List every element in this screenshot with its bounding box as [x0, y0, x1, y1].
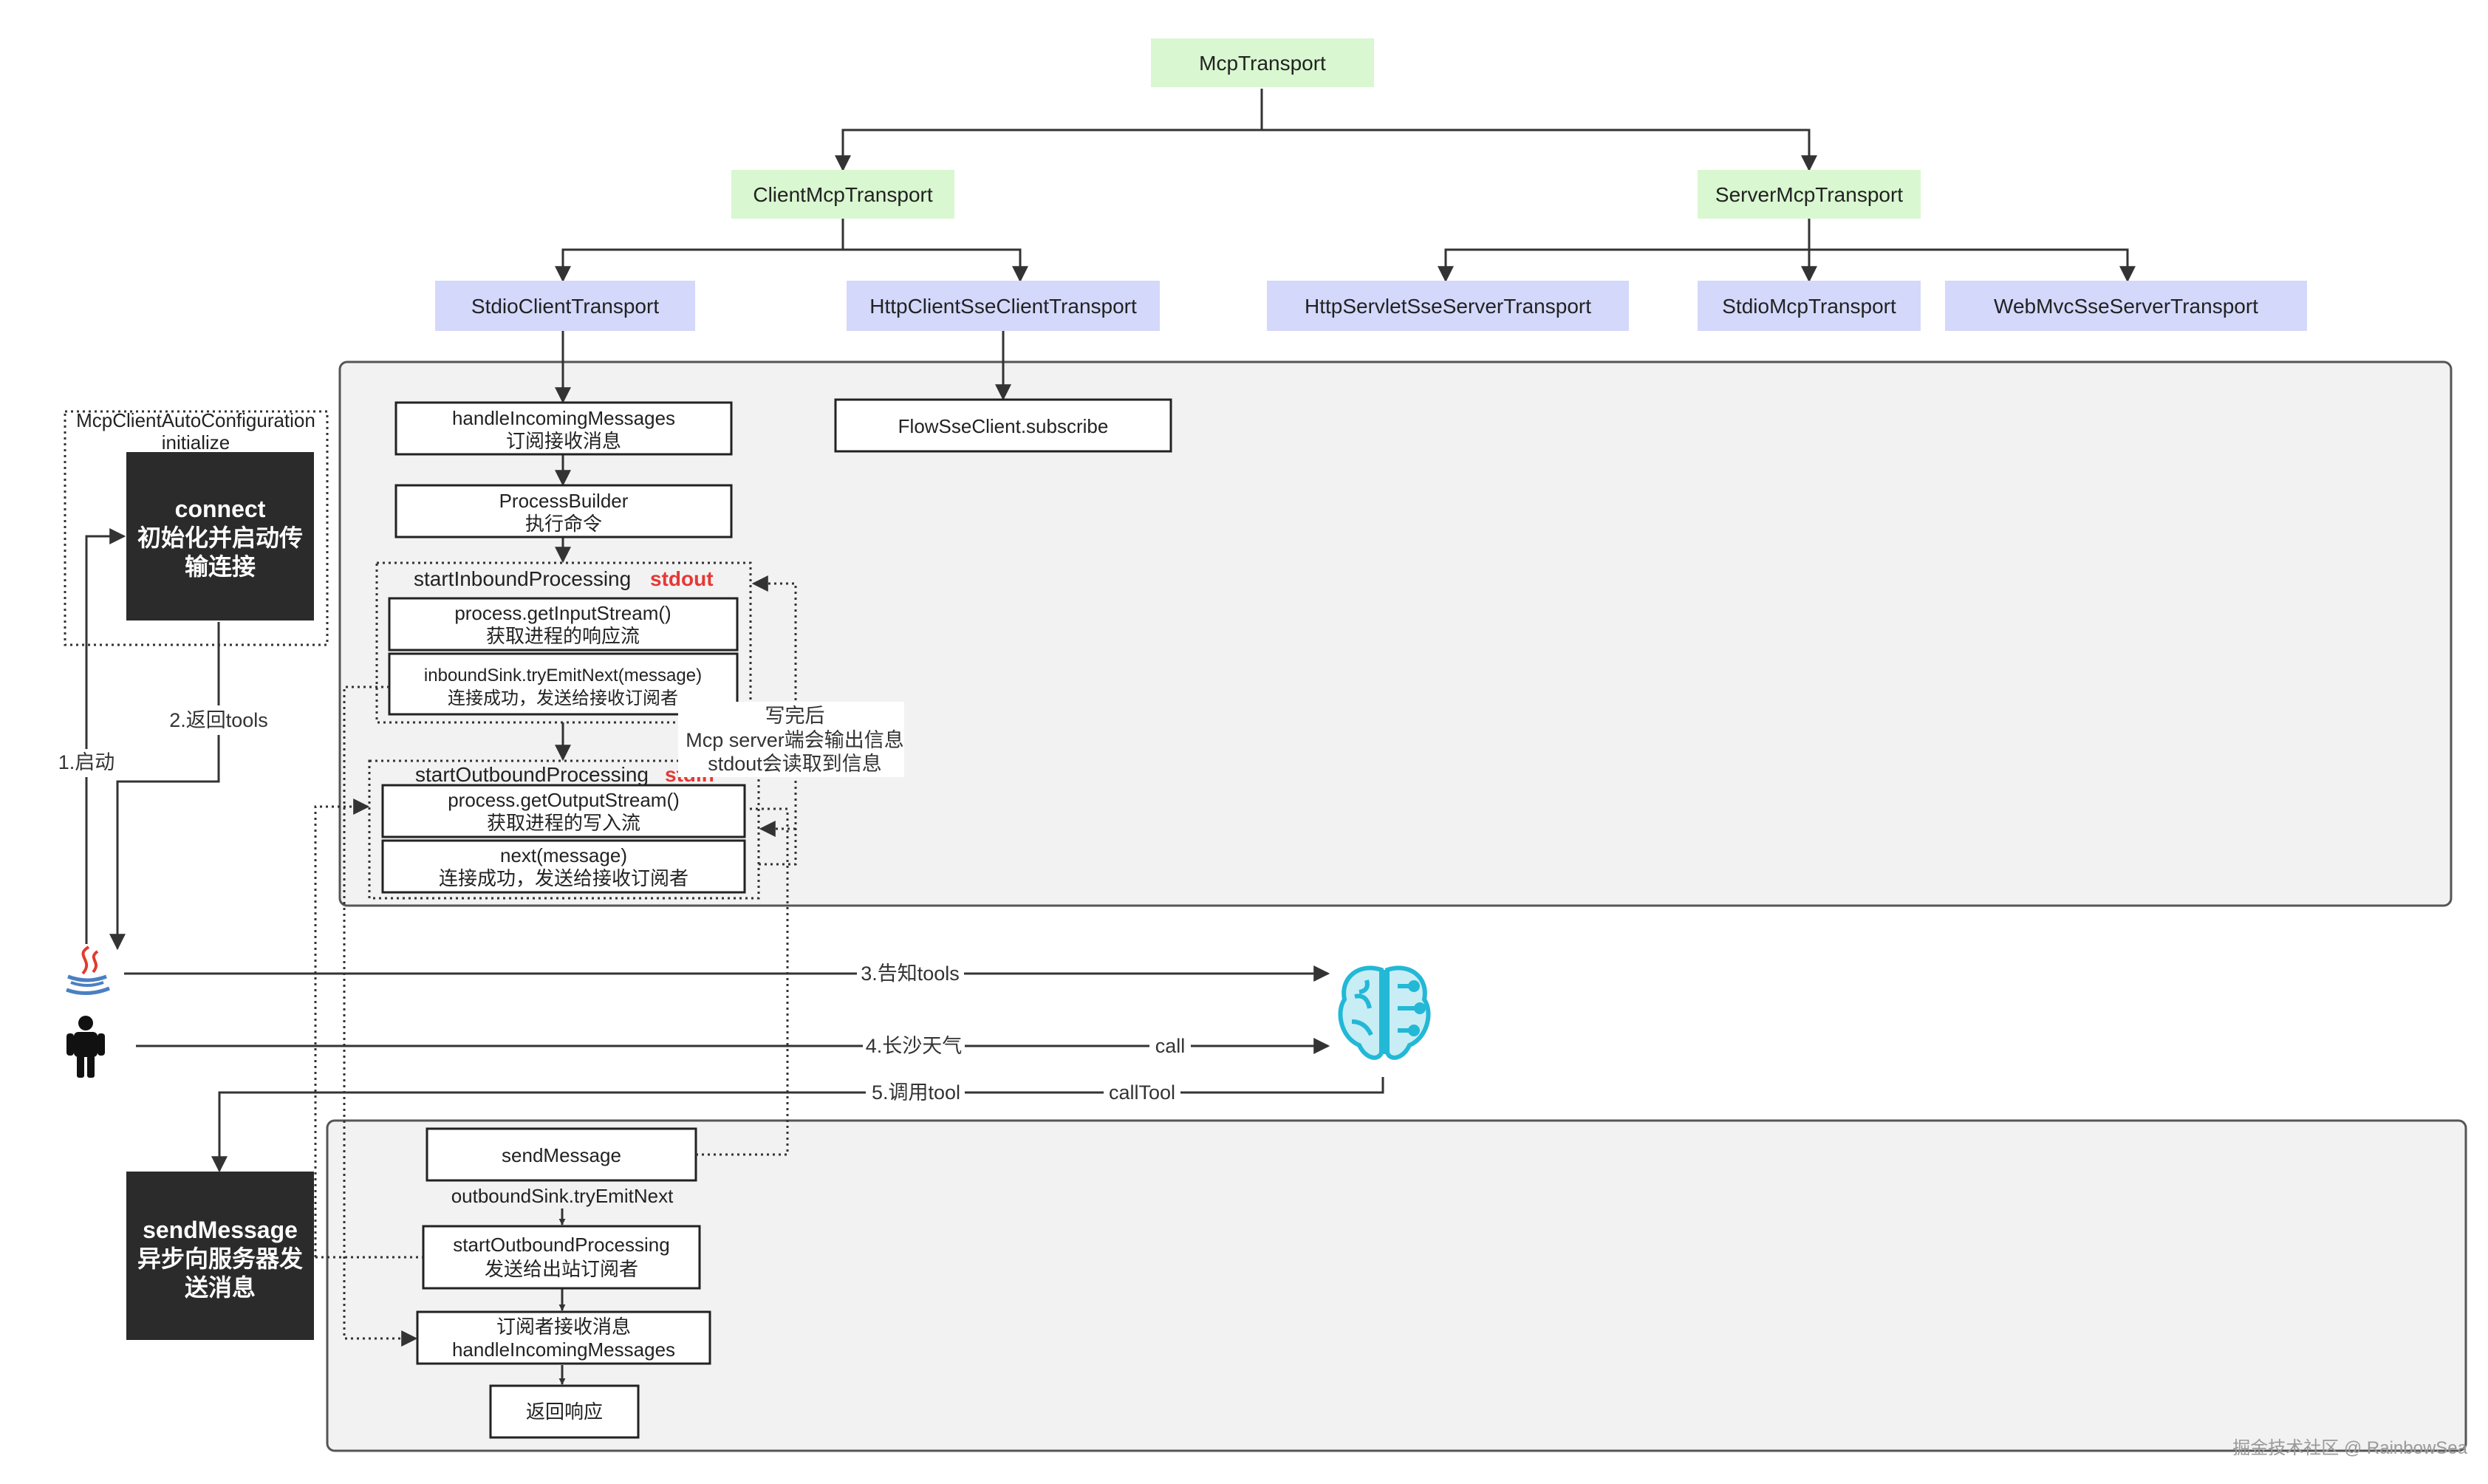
node-get-input-stream: process.getInputStream() 获取进程的响应流	[388, 597, 739, 652]
svg-text:连接成功，发送给接收订阅者: 连接成功，发送给接收订阅者	[448, 688, 678, 708]
svg-text:连接成功，发送给接收订阅者: 连接成功，发送给接收订阅者	[439, 867, 688, 889]
svg-text:FlowSseClient.subscribe: FlowSseClient.subscribe	[898, 415, 1109, 437]
node-send-message: sendMessage	[426, 1127, 697, 1182]
svg-text:sendMessage: sendMessage	[143, 1217, 298, 1243]
svg-text:handleIncomingMessages: handleIncomingMessages	[452, 407, 675, 429]
group-start-inbound-processing: startInboundProcessing stdout	[375, 561, 752, 724]
svg-text:Mcp server端会输出信息: Mcp server端会输出信息	[686, 729, 904, 751]
node-stdio-client-transport: StdioClientTransport	[435, 281, 695, 331]
node-send-message-async: sendMessage 异步向服务器发 送消息	[126, 1172, 314, 1340]
node-return-response: 返回响应	[489, 1384, 640, 1439]
svg-text:StdioClientTransport: StdioClientTransport	[471, 295, 659, 318]
node-process-builder: ProcessBuilder 执行命令	[394, 484, 733, 538]
node-stdio-mcp-transport: StdioMcpTransport	[1698, 281, 1921, 331]
send-panel	[326, 1119, 2467, 1452]
svg-text:写完后: 写完后	[765, 705, 825, 727]
svg-text:HttpClientSseClientTransport: HttpClientSseClientTransport	[869, 295, 1137, 318]
svg-text:process.getInputStream(): process.getInputStream()	[454, 602, 671, 624]
write-note: 写完后 Mcp server端会输出信息 stdout会读取到信息	[686, 705, 904, 775]
label-outbound-emit: outboundSink.tryEmitNext	[451, 1185, 674, 1207]
svg-text:输连接: 输连接	[185, 553, 256, 580]
node-client-mcp-transport: ClientMcpTransport	[731, 170, 954, 219]
write-note-bg	[678, 702, 904, 777]
node-next-message: next(message) 连接成功，发送给接收订阅者	[381, 839, 746, 894]
svg-text:初始化并启动传: 初始化并启动传	[137, 524, 303, 551]
svg-text:ProcessBuilder: ProcessBuilder	[499, 490, 629, 512]
svg-text:HttpServletSseServerTransport: HttpServletSseServerTransport	[1305, 295, 1591, 318]
svg-text:process.getOutputStream(): process.getOutputStream()	[448, 789, 680, 811]
person-icon	[66, 1016, 105, 1078]
svg-text:handleIncomingMessages: handleIncomingMessages	[452, 1338, 675, 1361]
node-subscriber-receive: 订阅者接收消息 handleIncomingMessages	[416, 1310, 711, 1365]
svg-text:WebMvcSseServerTransport: WebMvcSseServerTransport	[1994, 295, 2258, 318]
autoconfig-group	[64, 410, 329, 646]
label-start: 1.启动	[58, 751, 115, 773]
svg-text:startInboundProcessing: startInboundProcessing	[414, 567, 631, 590]
node-http-servlet-sse-server-transport: HttpServletSseServerTransport	[1267, 281, 1629, 331]
svg-text:返回响应: 返回响应	[526, 1401, 603, 1423]
node-connect: connect 初始化并启动传 输连接	[126, 452, 314, 620]
svg-text:获取进程的写入流: 获取进程的写入流	[487, 812, 640, 834]
label-call: call	[1155, 1035, 1186, 1057]
svg-text:startOutboundProcessing: startOutboundProcessing	[453, 1234, 669, 1256]
svg-text:执行命令: 执行命令	[525, 513, 602, 535]
node-flow-sse-client-subscribe: FlowSseClient.subscribe	[834, 398, 1172, 453]
svg-text:stdout会读取到信息: stdout会读取到信息	[708, 753, 882, 775]
label-bg-weather	[863, 1033, 965, 1059]
node-webmvc-sse-server-transport: WebMvcSseServerTransport	[1945, 281, 2307, 331]
svg-text:next(message): next(message)	[500, 844, 627, 866]
svg-text:送消息: 送消息	[185, 1274, 256, 1301]
node-server-mcp-transport: ServerMcpTransport	[1698, 170, 1921, 219]
label-notify-tools: 3.告知tools	[861, 962, 960, 985]
autoconfig-label: McpClientAutoConfiguration initialize	[76, 409, 315, 454]
node-http-client-sse-client-transport: HttpClientSseClientTransport	[847, 281, 1160, 331]
svg-text:startOutboundProcessing: startOutboundProcessing	[415, 763, 649, 786]
label-bg-call	[1149, 1033, 1191, 1059]
svg-text:StdioMcpTransport: StdioMcpTransport	[1722, 295, 1896, 318]
java-icon	[66, 946, 110, 995]
svg-text:异步向服务器发: 异步向服务器发	[137, 1245, 303, 1272]
svg-text:inboundSink.tryEmitNext(messag: inboundSink.tryEmitNext(message)	[424, 666, 702, 685]
label-weather: 4.长沙天气	[866, 1035, 963, 1057]
svg-text:订阅者接收消息: 订阅者接收消息	[496, 1316, 631, 1338]
node-handle-incoming-messages: handleIncomingMessages 订阅接收消息	[394, 401, 733, 456]
node-get-output-stream: process.getOutputStream() 获取进程的写入流	[381, 784, 746, 838]
label-bg-start	[53, 749, 120, 777]
node-start-outbound-send: startOutboundProcessing 发送给出站订阅者	[422, 1225, 701, 1290]
label-bg-call-tool-step	[866, 1079, 965, 1106]
svg-text:发送给出站订阅者: 发送给出站订阅者	[485, 1258, 638, 1280]
svg-text:获取进程的响应流: 获取进程的响应流	[486, 625, 640, 647]
label-call-tool-step: 5.调用tool	[872, 1081, 960, 1104]
svg-text:sendMessage: sendMessage	[502, 1144, 621, 1166]
label-return-tools: 2.返回tools	[169, 709, 268, 731]
brain-icon	[1338, 965, 1431, 1060]
svg-text:ServerMcpTransport: ServerMcpTransport	[1715, 183, 1903, 206]
svg-text:McpClientAutoConfiguration: McpClientAutoConfiguration	[76, 409, 315, 431]
svg-text:McpTransport: McpTransport	[1199, 52, 1326, 75]
node-mcp-transport: McpTransport	[1151, 38, 1374, 87]
group-start-outbound-processing: startOutboundProcessing stdin	[368, 759, 760, 900]
label-call-tool: callTool	[1109, 1081, 1175, 1104]
svg-text:initialize: initialize	[162, 431, 230, 454]
label-bg-call-tool	[1104, 1079, 1180, 1106]
svg-text:订阅接收消息: 订阅接收消息	[506, 430, 621, 452]
stdout-tag: stdout	[650, 567, 714, 590]
label-bg-return-tools	[163, 705, 273, 735]
label-bg-notify-tools	[857, 960, 964, 987]
svg-text:connect: connect	[175, 496, 266, 522]
watermark: 掘金技术社区 @ RainbowSea	[2232, 1438, 2467, 1458]
svg-text:ClientMcpTransport: ClientMcpTransport	[753, 183, 932, 206]
